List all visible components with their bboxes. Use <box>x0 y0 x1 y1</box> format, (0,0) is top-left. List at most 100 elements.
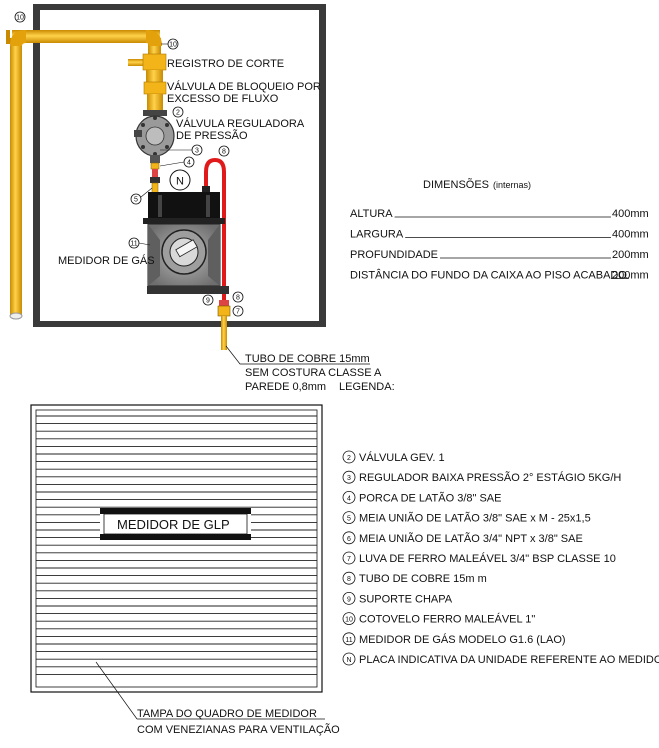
marker-11: 11 <box>128 237 140 249</box>
pressure-regulator <box>134 110 175 163</box>
gas-meter <box>143 192 229 294</box>
legend-text: MEIA UNIÃO DE LATÃO 3/4" NPT x 3/8" SAE <box>359 532 583 545</box>
drawing-callouts: REGISTRO DE CORTE VÁLVULA DE BLOQUEIO PO… <box>58 58 382 393</box>
legend-marker-num: 3 <box>347 475 351 482</box>
svg-text:9: 9 <box>206 298 210 305</box>
callout-valvula-bloqueio-line1: VÁLVULA DE BLOQUEIO POR <box>167 80 321 93</box>
callout-tubo-cobre-line2: SEM COSTURA CLASSE A <box>245 367 382 379</box>
legend-marker-num: 10 <box>345 617 353 624</box>
svg-text:3: 3 <box>195 148 199 155</box>
callout-tampa-line2: COM VENEZIANAS PARA VENTILAÇÃO <box>137 723 340 736</box>
legend-marker <box>342 470 356 484</box>
unit-plate-n: N <box>169 169 191 191</box>
excess-flow-valve <box>143 81 167 110</box>
legend-marker <box>342 571 356 585</box>
legend-marker <box>342 490 356 504</box>
legend-marker-num: 11 <box>345 637 352 644</box>
marker-8-bottom: 8 <box>232 291 244 303</box>
legend-marker <box>342 632 356 646</box>
svg-text:11: 11 <box>130 241 137 248</box>
marker-2: 2 <box>172 106 184 118</box>
callout-medidor-gas: MEDIDOR DE GÁS <box>58 254 155 267</box>
legend-text: LUVA DE FERRO MALEÁVEL 3/4" BSP CLASSE 1… <box>359 552 616 565</box>
cover-plate-label: MEDIDOR DE GLP <box>117 517 230 532</box>
cover-louvers <box>36 415 317 675</box>
legend-item: 5 MEIA UNIÃO DE LATÃO 3/8" SAE x M - 25x1… <box>342 511 591 525</box>
callout-valvula-reguladora-line1: VÁLVULA REGULADORA <box>176 117 305 130</box>
legend-text: MEIA UNIÃO DE LATÃO 3/8" SAE x M - 25x1,… <box>359 512 591 525</box>
callout-tubo-cobre-line3: PAREDE 0,8mm <box>245 381 326 393</box>
marker-5: 5 <box>130 193 142 205</box>
marker-7: 7 <box>232 305 244 317</box>
dimension-label: PROFUNDIDADE <box>350 249 438 261</box>
legend-marker-num: 5 <box>347 516 351 523</box>
legend-item: 11 MEDIDOR DE GÁS MODELO G1.6 (LAO) <box>342 632 566 646</box>
legend-marker <box>342 511 356 524</box>
legend-item: 7 LUVA DE FERRO MALEÁVEL 3/4" BSP CLASSE … <box>342 551 616 565</box>
legend-text: REGULADOR BAIXA PRESSÃO 2° ESTÁGIO 5KG/H <box>359 471 621 484</box>
drawing-markers: 10 10 2 3 4 5 8 11 <box>14 11 244 317</box>
ventilated-cover: MEDIDOR DE GLP TAMPA DO QUADRO DE MEDIDO… <box>30 404 340 736</box>
svg-text:10: 10 <box>169 42 177 49</box>
legend-text: MEDIDOR DE GÁS MODELO G1.6 (LAO) <box>359 633 566 646</box>
svg-text:4: 4 <box>187 160 191 167</box>
callout-registro-corte: REGISTRO DE CORTE <box>167 58 284 70</box>
legend-marker-num: 9 <box>347 596 351 603</box>
callout-valvula-bloqueio-line2: EXCESSO DE FLUXO <box>167 93 279 105</box>
marker-8-top: 8 <box>218 145 230 157</box>
legend-text: COTOVELO FERRO MALEÁVEL 1" <box>359 613 535 626</box>
svg-text:8: 8 <box>236 295 240 302</box>
plate-n-label: N <box>176 176 184 188</box>
dimension-label: DISTÂNCIA DO FUNDO DA CAIXA AO PISO ACAB… <box>350 269 627 282</box>
svg-text:10: 10 <box>16 15 24 22</box>
legend-item: 3 REGULADOR BAIXA PRESSÃO 2° ESTÁGIO 5KG/… <box>342 470 621 484</box>
dimension-value: 400mm <box>612 208 649 220</box>
marker-9: 9 <box>202 294 214 306</box>
callout-tampa-line1: TAMPA DO QUADRO DE MEDIDOR <box>137 708 317 720</box>
meter-box <box>33 4 326 327</box>
legend-marker <box>342 531 356 545</box>
marker-10-top-left: 10 <box>14 11 26 23</box>
shutoff-valve <box>128 53 167 82</box>
svg-text:8: 8 <box>222 149 226 156</box>
legend-marker-num: 7 <box>347 556 351 563</box>
dimension-value: 400mm <box>612 229 649 241</box>
copper-outlet-tube <box>202 157 231 350</box>
legend-item: 10 COTOVELO FERRO MALEÁVEL 1" <box>342 612 535 626</box>
legend-marker-num: 2 <box>347 455 351 462</box>
marker-3: 3 <box>191 144 203 156</box>
legend-marker-num: N <box>346 657 351 664</box>
legend-text: PORCA DE LATÃO 3/8" SAE <box>359 491 501 504</box>
legend-marker <box>342 551 356 565</box>
legend-marker-num: 8 <box>347 576 351 583</box>
legend-marker <box>342 450 356 464</box>
svg-text:2: 2 <box>176 110 180 117</box>
inlet-fittings <box>150 162 160 194</box>
legend-marker <box>342 612 356 625</box>
callout-tubo-cobre-line1: TUBO DE COBRE 15mm <box>245 353 370 365</box>
dimension-row: DISTÂNCIA DO FUNDO DA CAIXA AO PISO ACAB… <box>350 269 649 282</box>
dimension-value: 200mm <box>612 270 649 282</box>
dimension-row: PROFUNDIDADE 200mm <box>350 249 649 261</box>
legend-marker <box>342 652 356 666</box>
legend-text: PLACA INDICATIVA DA UNIDADE REFERENTE AO… <box>359 654 659 666</box>
svg-text:7: 7 <box>236 309 240 316</box>
dimension-value: 200mm <box>612 249 649 261</box>
marker-4: 4 <box>183 156 195 168</box>
callout-valvula-reguladora-line2: DE PRESSÃO <box>176 129 248 142</box>
legend-item: 4 PORCA DE LATÃO 3/8" SAE <box>342 490 501 504</box>
legend-item: N PLACA INDICATIVA DA UNIDADE REFERENTE A… <box>342 652 659 666</box>
legend-marker <box>342 592 356 605</box>
dimensions-title: DIMENSÕES(internas) <box>423 178 531 191</box>
legend-marker-num: 4 <box>347 495 351 502</box>
legend-title: LEGENDA: <box>339 381 395 393</box>
